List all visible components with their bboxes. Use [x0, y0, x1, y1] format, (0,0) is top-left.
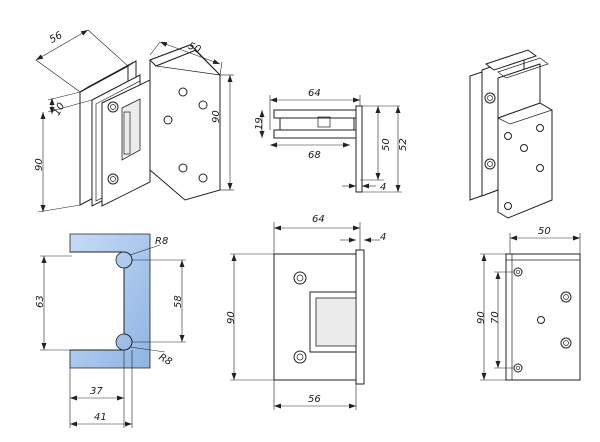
dim-iso-90-right: 90 [211, 110, 222, 123]
dim-side-50: 50 [538, 226, 551, 237]
dim-cut-63: 63 [35, 295, 46, 308]
dim-iso-56: 56 [48, 30, 65, 46]
dim-top-52: 52 [398, 138, 409, 151]
dim-cut-41: 41 [94, 412, 107, 423]
side-view: 50 90 70 [476, 226, 581, 381]
dim-iso-90-left: 90 [34, 158, 45, 171]
dim-top-50: 50 [381, 138, 392, 151]
dim-cut-r8-bot: R8 [157, 352, 174, 368]
dim-front-64: 64 [312, 214, 325, 225]
top-view: 64 19 68 50 52 4 [254, 88, 409, 193]
dim-side-90: 90 [476, 311, 487, 324]
dim-top-64: 64 [308, 88, 321, 99]
dim-iso-10: 10 [52, 101, 68, 118]
dim-top-19: 19 [254, 117, 265, 130]
dim-cut-58: 58 [173, 295, 184, 308]
dim-top-4: 4 [380, 182, 386, 193]
dim-front-4: 4 [380, 232, 386, 243]
dim-front-90: 90 [226, 311, 237, 324]
dim-front-56: 56 [308, 394, 321, 405]
dim-side-70: 70 [490, 311, 501, 324]
iso-view-right [469, 49, 553, 219]
dim-cut-r8-top: R8 [155, 236, 168, 247]
iso-view-left: 56 50 10 90 90 [34, 29, 234, 213]
dim-top-68: 68 [308, 150, 321, 161]
glass-cutout-view: R8 R8 63 58 37 41 [35, 233, 186, 428]
dim-iso-50: 50 [186, 41, 202, 56]
front-view: 64 4 90 56 [226, 214, 386, 410]
dim-cut-37: 37 [90, 386, 103, 397]
